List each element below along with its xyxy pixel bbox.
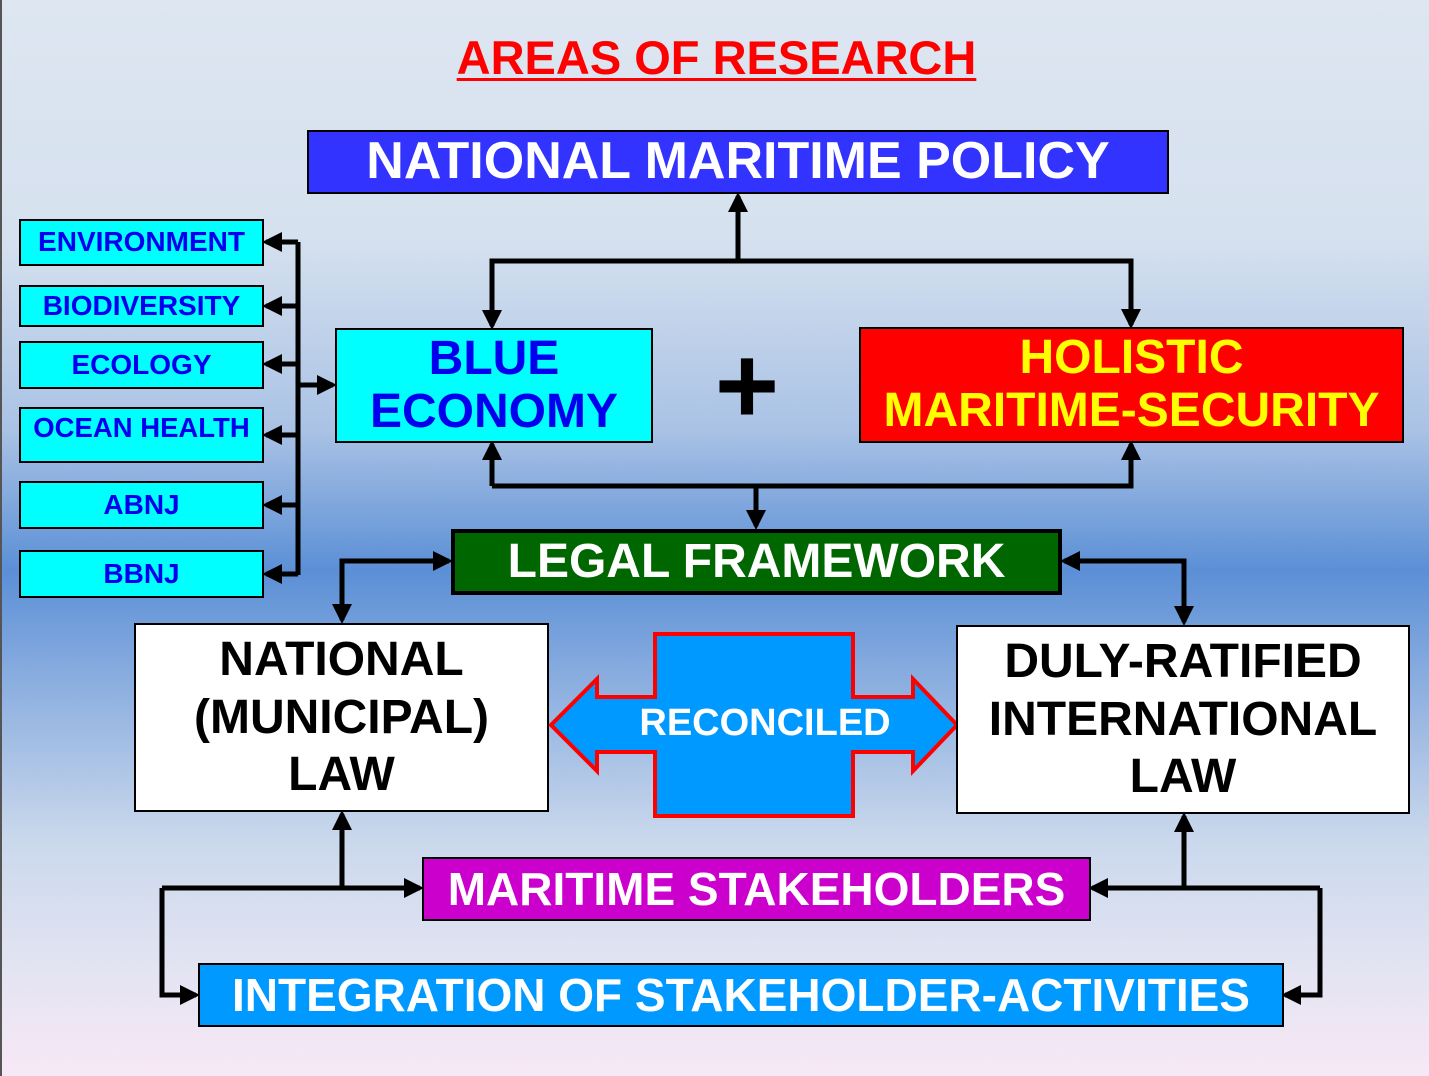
research-area-label: ENVIRONMENT — [38, 226, 245, 258]
international-law-line1: DULY-RATIFIED — [1004, 635, 1362, 689]
blue-economy-line1: BLUE — [428, 331, 560, 385]
national-maritime-policy-box: NATIONAL MARITIME POLICY — [307, 130, 1169, 194]
policy-label: NATIONAL MARITIME POLICY — [366, 132, 1110, 191]
reconciled-label: RECONCILED — [602, 700, 928, 748]
reconciled-arrow-shape — [548, 632, 960, 818]
national-law-line3: LAW — [288, 748, 395, 802]
reconciled-text: RECONCILED — [639, 702, 891, 745]
blue-economy-box: BLUE ECONOMY — [335, 328, 653, 443]
plus-icon: + — [707, 325, 787, 446]
holistic-maritime-security-box: HOLISTIC MARITIME-SECURITY — [859, 327, 1404, 443]
maritime-stakeholders-box: MARITIME STAKEHOLDERS — [422, 857, 1091, 921]
research-area-abnj: ABNJ — [19, 481, 264, 529]
research-area-ecology: ECOLOGY — [19, 341, 264, 389]
plus-symbol: + — [714, 323, 780, 447]
page-title: AREAS OF RESEARCH — [456, 31, 977, 84]
national-law-line1: NATIONAL — [219, 633, 464, 687]
integration-label: INTEGRATION OF STAKEHOLDER-ACTIVITIES — [232, 968, 1250, 1021]
research-area-bbnj: BBNJ — [19, 550, 264, 598]
research-area-label: BBNJ — [103, 557, 180, 589]
research-area-biodiversity: BIODIVERSITY — [19, 285, 264, 327]
blue-economy-line2: ECONOMY — [369, 384, 618, 438]
research-area-ocean-health: OCEAN HEALTH — [19, 407, 264, 463]
stakeholders-label: MARITIME STAKEHOLDERS — [447, 862, 1066, 915]
legal-framework-label: LEGAL FRAMEWORK — [507, 534, 1006, 588]
research-area-label: BIODIVERSITY — [42, 289, 241, 321]
security-line1: HOLISTIC — [1019, 331, 1244, 385]
international-law-line2: INTERNATIONAL — [988, 692, 1378, 746]
international-law-box: DULY-RATIFIED INTERNATIONAL LAW — [956, 625, 1410, 814]
national-law-line2: (MUNICIPAL) — [193, 690, 490, 744]
security-line2: MARITIME-SECURITY — [883, 384, 1380, 437]
research-area-label: ABNJ — [103, 488, 180, 520]
integration-box: INTEGRATION OF STAKEHOLDER-ACTIVITIES — [198, 963, 1284, 1027]
national-law-box: NATIONAL (MUNICIPAL) LAW — [134, 623, 549, 812]
research-area-environment: ENVIRONMENT — [19, 219, 264, 266]
research-area-label: OCEAN HEALTH — [33, 412, 250, 443]
international-law-line3: LAW — [1129, 750, 1237, 804]
legal-framework-box: LEGAL FRAMEWORK — [451, 529, 1062, 595]
research-area-label: ECOLOGY — [71, 348, 212, 380]
